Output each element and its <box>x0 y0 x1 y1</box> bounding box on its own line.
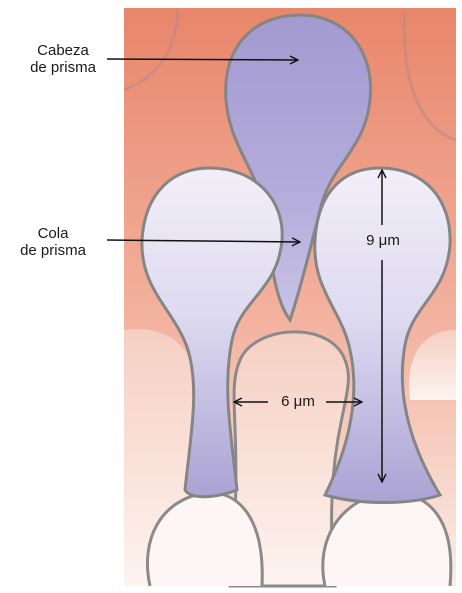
tail-label: Cola de prisma <box>8 225 98 259</box>
height-measure-label: 9 μm <box>358 232 408 249</box>
width-measure-label: 6 μm <box>272 393 324 410</box>
head-pointer-arrow <box>107 59 298 60</box>
head-label: Cabeza de prisma <box>18 42 108 76</box>
